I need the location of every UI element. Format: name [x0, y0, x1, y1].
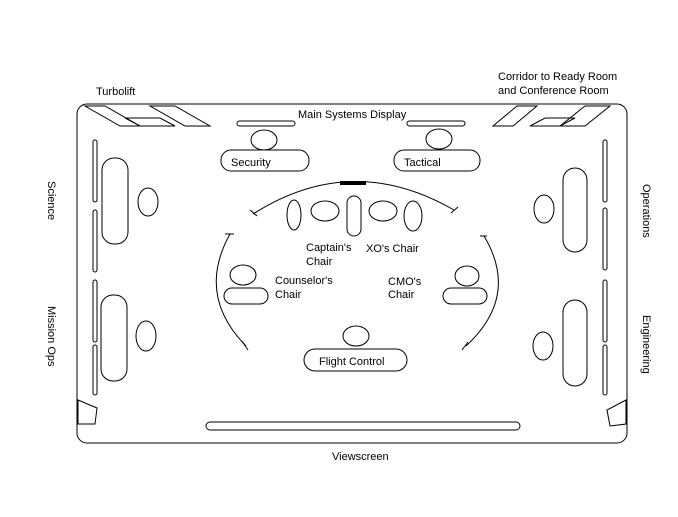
cmo-chair-label-line2: Chair	[388, 289, 415, 301]
main-systems-bar-right	[406, 120, 466, 127]
engineering-wall-bar-2	[602, 344, 608, 396]
corridor-door-3	[558, 105, 612, 127]
science-label: Science	[45, 181, 57, 220]
command-arc-left-tick	[249, 209, 258, 217]
turbolift-door-2	[124, 117, 176, 127]
center-console	[346, 195, 362, 237]
engineering-seat	[532, 331, 554, 361]
security-console	[220, 149, 310, 172]
mission-ops-wall-bar-1	[92, 279, 98, 343]
captains-chair-label-line1: Captain's	[306, 242, 352, 254]
operations-wall-bar-2	[602, 207, 608, 271]
turbolift-door-1	[83, 105, 142, 127]
main-systems-bar-left	[236, 120, 296, 127]
turbolift-label: Turbolift	[96, 86, 135, 98]
tactical-seat	[425, 128, 453, 150]
captains-chair-label-line2: Chair	[306, 256, 333, 268]
science-console	[101, 157, 129, 245]
counselor-arc	[215, 233, 247, 347]
xo-side-seat	[403, 200, 423, 232]
xo-chair-label: XO's Chair	[366, 243, 419, 255]
operations-label: Operations	[640, 184, 652, 238]
turbolift-door-3	[148, 105, 212, 127]
counselor-arc-bottom-tick	[241, 340, 249, 351]
engineering-wall-bar-1	[602, 279, 608, 343]
corridor-label-line1: Corridor to Ready Room	[498, 71, 617, 83]
operations-console	[562, 167, 588, 253]
counselor-seat	[229, 264, 257, 286]
main-systems-label: Main Systems Display	[298, 109, 407, 121]
cmo-chair	[442, 287, 488, 305]
captain-chair	[310, 200, 340, 222]
corridor-label-line2: and Conference Room	[498, 85, 609, 97]
engineering-label: Engineering	[640, 315, 652, 374]
cmo-arc-bottom-tick	[461, 341, 469, 351]
command-arc	[252, 181, 455, 215]
counselor-chair-label-line1: Counselor's	[275, 275, 333, 287]
mission-ops-console	[100, 294, 128, 382]
cmo-chair-label-line1: CMO's	[388, 276, 422, 288]
science-wall-bar-1	[92, 139, 98, 203]
viewscreen-bar	[205, 421, 521, 431]
command-arc-center-mark	[340, 181, 366, 185]
mission-ops-label: Mission Ops	[45, 306, 57, 367]
viewscreen-label: Viewscreen	[332, 451, 389, 463]
xo-chair	[368, 200, 398, 222]
cmo-arc	[465, 235, 499, 347]
flight-console	[303, 348, 408, 372]
operations-wall-bar-1	[602, 139, 608, 203]
flight-control-label: Flight Control	[319, 356, 384, 368]
mission-ops-wall-bar-2	[92, 344, 98, 396]
security-seat	[250, 129, 278, 151]
tactical-label: Tactical	[404, 157, 441, 169]
command-arc-right-tick	[450, 206, 459, 214]
tactical-console	[393, 149, 481, 172]
science-seat	[137, 187, 159, 217]
bridge-outline	[76, 103, 628, 444]
security-label: Security	[231, 157, 271, 169]
counselor-chair-label-line2: Chair	[275, 289, 302, 301]
bottom-left-ramp	[77, 399, 98, 425]
engineering-console	[562, 299, 588, 387]
counselor-chair	[223, 287, 269, 305]
mission-ops-seat	[135, 320, 157, 352]
corridor-door-1	[491, 105, 539, 127]
bottom-right-ramp	[606, 399, 627, 427]
captain-side-seat	[286, 199, 302, 231]
cmo-seat	[454, 265, 480, 287]
operations-seat	[533, 194, 555, 224]
science-wall-bar-2	[92, 209, 98, 273]
flight-seat	[342, 325, 370, 347]
